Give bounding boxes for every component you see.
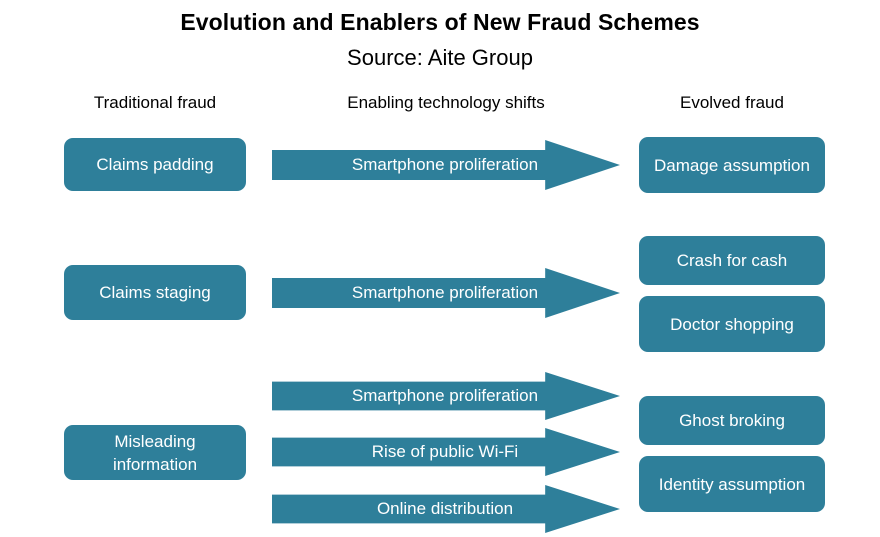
traditional-fraud-node-row-1[interactable]: Claims padding [64, 138, 246, 191]
column-header-enabling-technology-shifts: Enabling technology shifts [347, 93, 545, 112]
page-title: Evolution and Enablers of New Fraud Sche… [180, 9, 700, 35]
enabler-arrow-row-3-item-2[interactable]: Rise of public Wi-Fi [272, 428, 620, 476]
evolved-fraud-node-row-3-item-1-label: Ghost broking [679, 411, 785, 430]
enabler-arrow-row-2-item-1-label: Smartphone proliferation [351, 283, 539, 302]
evolved-fraud-node-row-1-item-1-label: Damage assumption [654, 155, 810, 175]
enabler-arrow-row-3-item-1-label: Smartphone proliferation [351, 386, 539, 405]
traditional-fraud-node-row-2[interactable]: Claims staging [64, 265, 246, 320]
enabler-arrow-row-2-item-1[interactable]: Smartphone proliferation [272, 268, 620, 318]
enabler-arrow-row-3-item-3-label: Online distribution [376, 499, 514, 518]
evolved-fraud-node-row-1-item-1[interactable]: Damage assumption [639, 137, 825, 193]
evolved-fraud-node-row-3-item-2[interactable]: Identity assumption [639, 456, 825, 512]
traditional-fraud-node-row-2-label: Claims staging [99, 283, 211, 302]
evolved-fraud-node-row-3-item-1[interactable]: Ghost broking [639, 396, 825, 445]
traditional-fraud-node-row-3-label: Misleading information [112, 431, 198, 474]
evolved-fraud-node-row-2-item-2[interactable]: Doctor shopping [639, 296, 825, 352]
enabler-arrow-row-1-item-1-label: Smartphone proliferation [351, 155, 539, 174]
page-subtitle-source: Source: Aite Group [347, 45, 533, 70]
traditional-fraud-node-row-3[interactable]: Misleading information [64, 425, 246, 480]
enabler-arrow-row-3-item-3[interactable]: Online distribution [272, 485, 620, 533]
enabler-arrow-row-3-item-2-label: Rise of public Wi-Fi [371, 442, 519, 461]
column-header-traditional-fraud: Traditional fraud [93, 93, 217, 112]
enabler-arrow-row-3-item-1[interactable]: Smartphone proliferation [272, 372, 620, 420]
evolved-fraud-node-row-3-item-2-label: Identity assumption [658, 474, 806, 494]
traditional-fraud-node-row-1-label: Claims padding [96, 155, 214, 174]
enabler-arrow-row-1-item-1[interactable]: Smartphone proliferation [272, 140, 620, 190]
column-header-evolved-fraud: Evolved fraud [680, 93, 784, 112]
evolved-fraud-node-row-2-item-1-label: Crash for cash [676, 251, 788, 270]
evolved-fraud-node-row-2-item-1[interactable]: Crash for cash [639, 236, 825, 285]
evolved-fraud-node-row-2-item-2-label: Doctor shopping [670, 314, 794, 334]
